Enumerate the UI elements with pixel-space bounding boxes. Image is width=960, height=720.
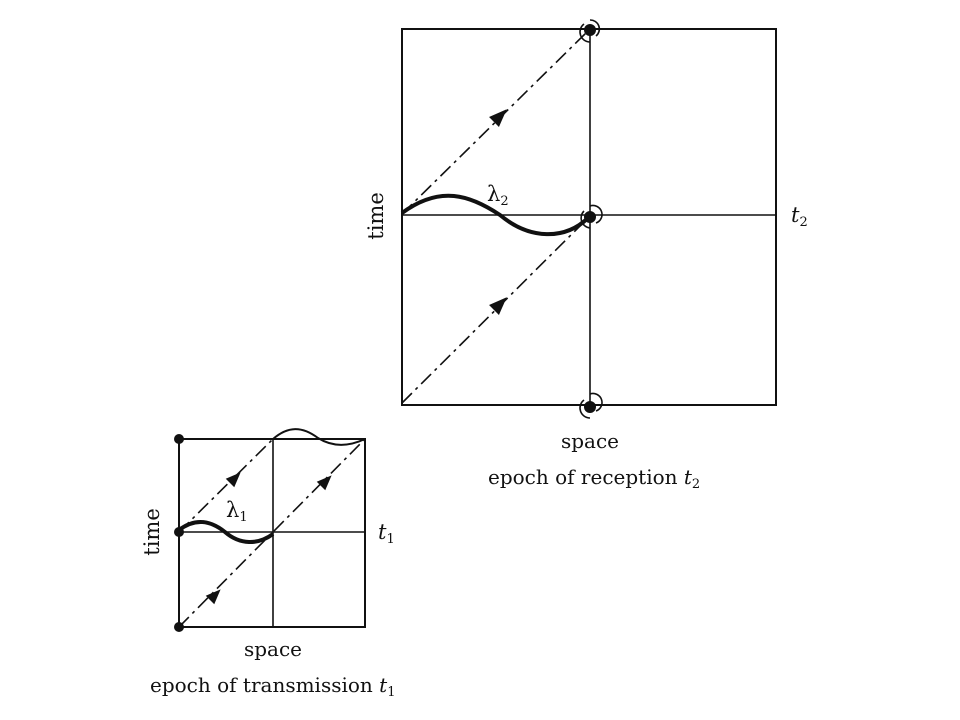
reception-space-axis-label: space [561, 429, 619, 453]
reception-light-ray-lower [401, 217, 589, 404]
transmission-space-axis-label: space [244, 637, 302, 661]
reception-galaxy-top [579, 19, 601, 43]
transmission-ray-arrow-upper [225, 472, 241, 488]
reception-diagram: time λ2 t2 space epoch of reception t2 [364, 19, 808, 492]
transmission-ray-arrow-middle [316, 475, 332, 491]
reception-epoch-label: t2 [791, 203, 808, 230]
reception-ray-arrow-upper [489, 109, 507, 127]
reception-ray-arrow-lower [489, 297, 507, 315]
reception-galaxy-middle [580, 204, 603, 229]
transmission-caption: epoch of transmission t1 [150, 673, 395, 700]
reception-wave-label: λ2 [487, 182, 509, 209]
reception-caption: epoch of reception t2 [488, 465, 700, 492]
transmission-wave [177, 520, 275, 544]
transmission-diagram: time λ1 t1 space epoch of transmission t… [140, 428, 395, 700]
transmission-light-ray-upper [178, 438, 274, 533]
reception-galaxy-bottom [579, 392, 603, 419]
transmission-galaxy-middle [174, 527, 184, 537]
reception-wave [400, 193, 590, 237]
transmission-epoch-label: t1 [378, 520, 395, 547]
transmission-light-ray-lower [178, 438, 366, 628]
transmission-ray-arrow-lower [205, 589, 221, 605]
transmission-galaxy-bottom [174, 622, 184, 632]
transmission-wave-propagated [272, 428, 366, 446]
transmission-wave-label: λ1 [226, 498, 248, 525]
transmission-galaxy-top [174, 434, 184, 444]
reception-light-ray-upper [401, 30, 589, 215]
reception-time-axis-label: time [364, 192, 388, 240]
transmission-time-axis-label: time [140, 508, 164, 556]
